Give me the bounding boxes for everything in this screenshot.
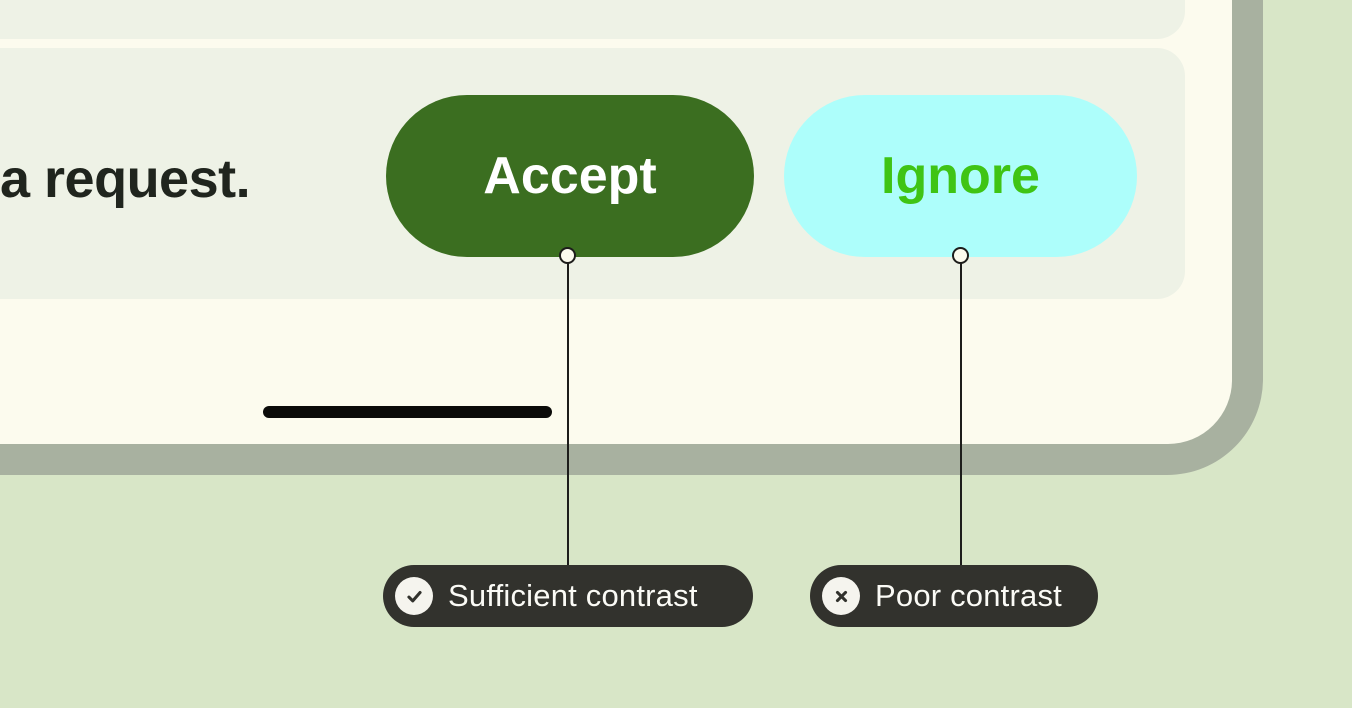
check-icon [395,577,433,615]
connector-dot-ignore [952,247,969,264]
x-icon [822,577,860,615]
callout-sufficient-contrast: Sufficient contrast [383,565,753,627]
callout-poor-contrast: Poor contrast [810,565,1098,627]
callout-sufficient-label: Sufficient contrast [448,577,698,613]
notification-message-text: a request. [0,149,251,209]
connector-line-accept [567,256,569,565]
home-indicator[interactable] [263,406,552,418]
accept-button[interactable]: Accept [386,95,754,257]
ignore-button[interactable]: Ignore [784,95,1137,257]
connector-dot-accept [559,247,576,264]
callout-poor-label: Poor contrast [875,577,1062,613]
connector-line-ignore [960,256,962,565]
notification-card-top [0,0,1185,39]
